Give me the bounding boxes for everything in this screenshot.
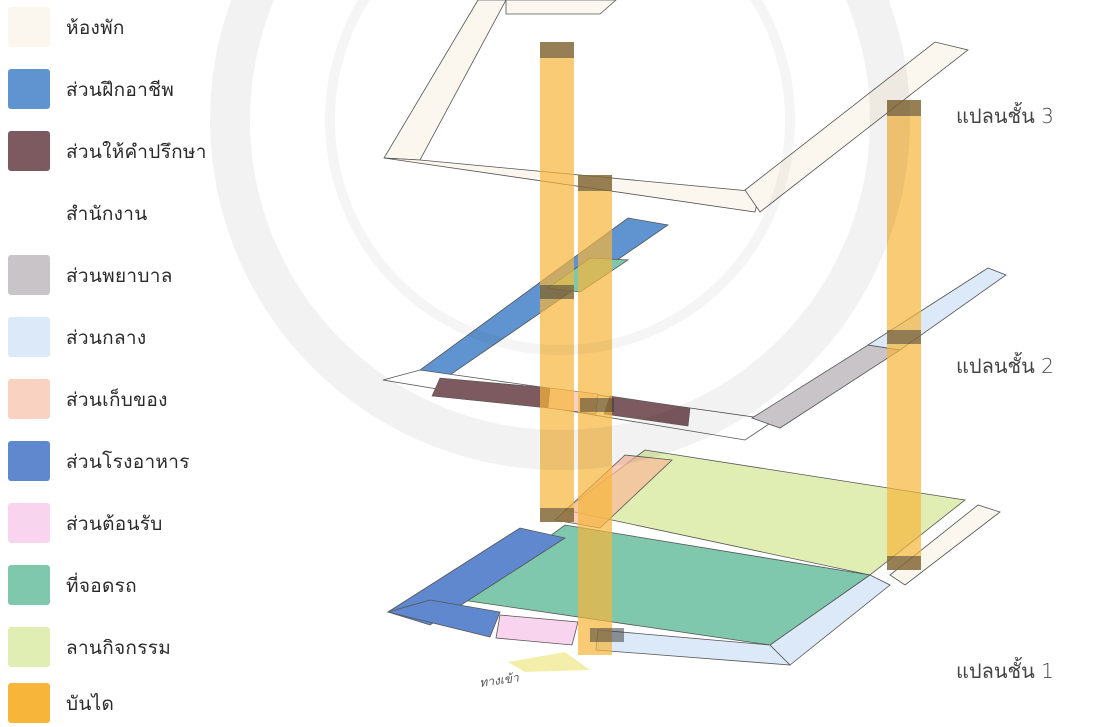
floor2-counseling-a <box>431 377 551 409</box>
legend-swatch <box>8 683 50 723</box>
stair-landing-f3-c <box>887 100 921 116</box>
legend-label: ห้องพัก <box>66 17 125 39</box>
floor3-slab-back <box>505 0 617 15</box>
legend-swatch <box>8 503 50 543</box>
legend-item-reception: ส่วนต้อนรับ <box>8 500 308 546</box>
legend-label: ส่วนเก็บของ <box>66 389 168 411</box>
floor3-slab-right <box>744 41 969 213</box>
floor3-slab-left <box>383 0 507 161</box>
legend-item-canteen: ส่วนโรงอาหาร <box>8 438 308 484</box>
floor1-canteen-front <box>386 599 501 638</box>
legend-swatch <box>8 255 50 295</box>
floor-3-label: แปลนชั้น 3 <box>956 104 1054 128</box>
legend-item-room: ห้องพัก <box>8 4 308 50</box>
stair-column-2 <box>578 175 612 655</box>
stair-landing-f1-b <box>590 628 624 642</box>
floor-1-label: แปลนชั้น 1 <box>956 659 1054 683</box>
stair-landing-f3-b <box>578 175 612 191</box>
legend-swatch <box>8 193 50 233</box>
legend-swatch <box>8 7 50 47</box>
legend-label: ส่วนฝึกอาชีพ <box>66 79 175 101</box>
legend-label: ส่วนให้คำปรึกษา <box>66 141 207 163</box>
legend: ห้องพัก ส่วนฝึกอาชีพ ส่วนให้คำปรึกษา สำน… <box>0 0 300 727</box>
stair-landing-f2-a <box>540 285 574 299</box>
legend-label: ส่วนโรงอาหาร <box>66 451 190 473</box>
stair-landing-f3-a <box>540 42 574 58</box>
legend-swatch <box>8 69 50 109</box>
legend-label: ส่วนต้อนรับ <box>66 513 163 535</box>
floor-3-plan <box>383 0 969 213</box>
legend-item-parking: ที่จอดรถ <box>8 562 308 608</box>
stair-landing-f1-c <box>887 556 921 570</box>
legend-item-storage: ส่วนเก็บของ <box>8 376 308 422</box>
legend-item-nursing: ส่วนพยาบาล <box>8 252 308 298</box>
legend-label: ลานกิจกรรม <box>66 637 172 659</box>
legend-item-central: ส่วนกลาง <box>8 314 308 360</box>
legend-label: ส่วนกลาง <box>66 327 147 349</box>
floor1-central-right <box>769 574 891 666</box>
legend-swatch <box>8 379 50 419</box>
legend-swatch <box>8 441 50 481</box>
legend-item-stairs: บันได <box>8 680 308 726</box>
legend-item-office: สำนักงาน <box>8 190 308 236</box>
legend-item-counseling: ส่วนให้คำปรึกษา <box>8 128 308 174</box>
stair-landing-f1-a <box>540 508 574 522</box>
stair-landing-f2-b <box>580 398 614 412</box>
floor1-reception <box>495 614 579 646</box>
legend-swatch <box>8 317 50 357</box>
legend-item-vocational: ส่วนฝึกอาชีพ <box>8 66 308 112</box>
legend-label: บันได <box>66 693 115 715</box>
legend-label: สำนักงาน <box>66 203 148 225</box>
stair-cores <box>540 42 921 655</box>
entrance-arrow <box>508 652 590 672</box>
legend-item-activity: ลานกิจกรรม <box>8 624 308 670</box>
stair-landing-f2-c <box>887 330 921 344</box>
legend-label: ส่วนพยาบาล <box>66 265 173 287</box>
legend-swatch <box>8 627 50 667</box>
entrance-label: ทางเข้า <box>478 670 520 690</box>
floor2-nursing <box>751 344 902 429</box>
legend-label: ที่จอดรถ <box>66 575 137 597</box>
legend-swatch <box>8 565 50 605</box>
floor-2-label: แปลนชั้น 2 <box>956 354 1054 378</box>
legend-swatch <box>8 131 50 171</box>
stair-column-1 <box>540 42 574 522</box>
